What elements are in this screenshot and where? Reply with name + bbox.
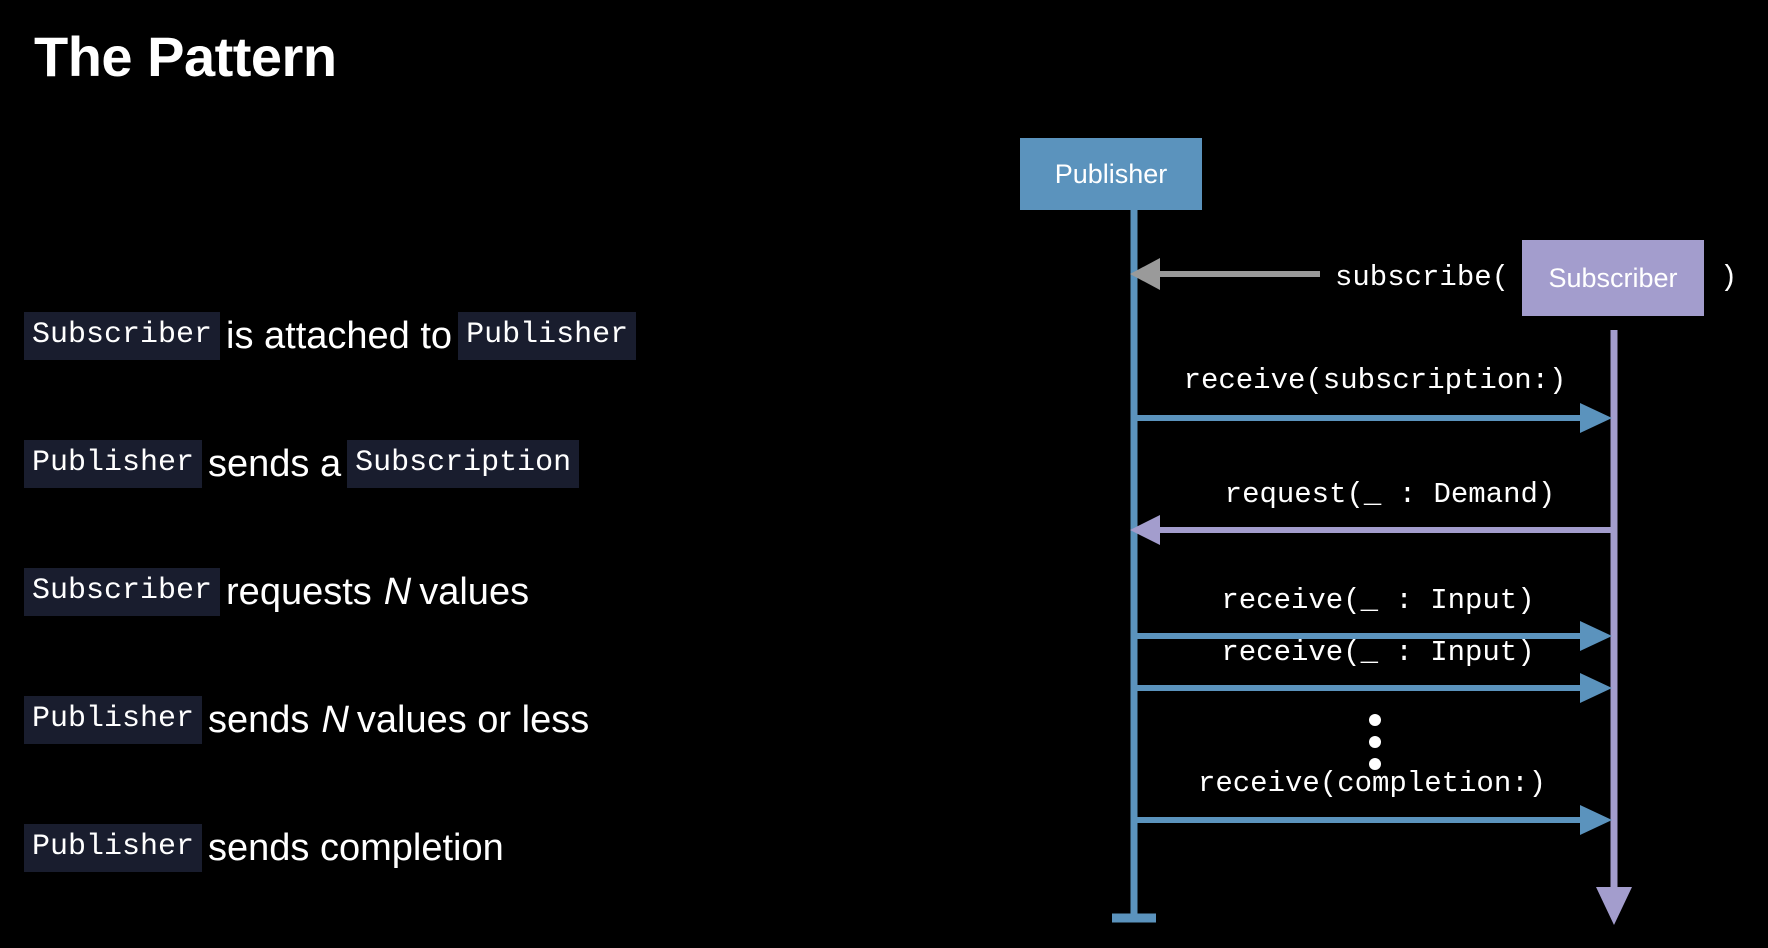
receive-input-arrowhead-icon	[1580, 673, 1612, 703]
bullet-text: sends completion	[208, 827, 504, 869]
code-token: Subscriber	[24, 312, 221, 360]
code-token: Subscriber	[24, 568, 221, 616]
subscribe-label-after: )	[1720, 261, 1737, 294]
request-demand-arrowhead-icon	[1130, 515, 1160, 545]
list-item: Publisher sends N values or less	[24, 656, 844, 784]
code-token: Subscription	[347, 440, 580, 488]
bullet-emphasis: N	[321, 699, 349, 741]
page-title: The Pattern	[34, 25, 337, 88]
publisher-box-label: Publisher	[1055, 159, 1168, 189]
publisher-box[interactable]	[1020, 138, 1202, 210]
receive-input-arrowhead-icon	[1580, 621, 1612, 651]
bullet-text: sends a	[208, 443, 342, 485]
receive-input-label: receive(_ : Input)	[1221, 636, 1534, 669]
bullet-emphasis: N	[383, 571, 412, 613]
subscriber-box-label: Subscriber	[1548, 263, 1677, 293]
request-demand-label: request(_ : Demand)	[1225, 478, 1556, 511]
code-token: Publisher	[24, 440, 203, 488]
bullet-text: requests	[226, 571, 372, 613]
list-item: Subscriber is attached to Publisher	[24, 272, 844, 400]
sequence-diagram: Publisher subscribe( Subscriber ) receiv…	[1020, 130, 1768, 948]
code-token: Publisher	[458, 312, 637, 360]
receive-completion-arrowhead-icon	[1580, 805, 1612, 835]
bullet-text: values	[419, 571, 530, 613]
receive-completion-label: receive(completion:)	[1198, 767, 1546, 800]
code-token: Publisher	[24, 824, 203, 872]
list-item: Subscriber requests N values	[24, 528, 844, 656]
code-token: Publisher	[24, 696, 203, 744]
bullet-text: values or less	[356, 699, 590, 741]
subscribe-label-before: subscribe(	[1335, 261, 1509, 294]
subscriber-box[interactable]	[1522, 240, 1704, 316]
list-item: Publisher sends completion	[24, 784, 844, 912]
receive-subscription-arrowhead-icon	[1580, 403, 1612, 433]
receive-subscription-label: receive(subscription:)	[1184, 364, 1567, 397]
bullet-text: sends	[208, 699, 310, 741]
bullet-list: Subscriber is attached to Publisher Publ…	[24, 272, 844, 912]
subscribe-arrowhead-icon	[1130, 258, 1160, 290]
subscriber-lifeline-arrowhead	[1596, 887, 1632, 925]
bullet-text: is attached to	[226, 315, 453, 357]
list-item: Publisher sends a Subscription	[24, 400, 844, 528]
receive-input-label: receive(_ : Input)	[1221, 584, 1534, 617]
vertical-ellipsis-icon	[1369, 714, 1381, 770]
